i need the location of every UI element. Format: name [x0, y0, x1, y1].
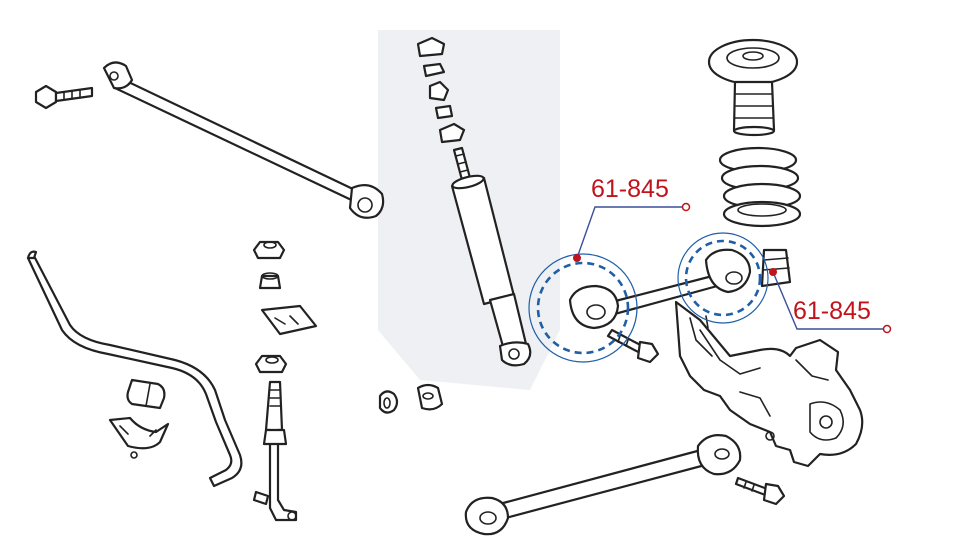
lower-control-arm [464, 434, 742, 536]
axle-carrier [674, 300, 864, 468]
stabilizer-bracket [108, 416, 170, 459]
leader-end-circle-left [681, 202, 691, 212]
upper-control-arm [568, 248, 752, 330]
shock-absorber [450, 146, 532, 367]
callout-ring-right [677, 232, 769, 324]
loose-bushing-pair [378, 383, 444, 414]
link-bushing-stack [252, 240, 318, 374]
lower-arm-bolt [734, 476, 786, 506]
coil-spring [718, 146, 802, 228]
bump-stop [707, 38, 799, 137]
rod-bolt-upper [34, 84, 94, 110]
stabilizer-bar [26, 250, 243, 488]
stabilizer-link [252, 380, 298, 522]
leader-line-left [576, 206, 683, 259]
lateral-rod-upper [102, 61, 385, 219]
part-number-label-right: 61-845 [793, 297, 871, 325]
callout-ring-left [528, 253, 638, 363]
part-number-label-left: 61-845 [591, 175, 669, 203]
leader-line-right [772, 271, 884, 330]
leader-anchor-dot-left [573, 254, 581, 262]
stabilizer-bushing [126, 378, 166, 410]
leader-anchor-dot-right [769, 268, 777, 276]
arm-bolt [606, 328, 660, 364]
shock-top-hardware [416, 36, 466, 144]
leader-end-circle-right [882, 324, 892, 334]
